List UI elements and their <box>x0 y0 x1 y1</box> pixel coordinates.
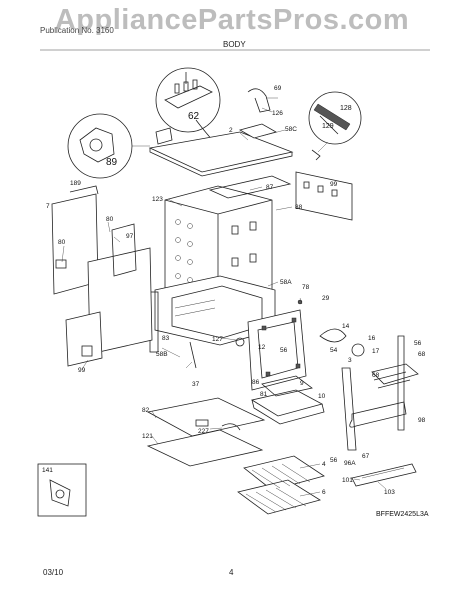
part-label: 123 <box>152 196 163 203</box>
part-label: 9 <box>300 380 304 387</box>
part-label: 141 <box>42 467 53 474</box>
part-label: 88 <box>295 204 303 211</box>
part-label: 7 <box>46 203 50 210</box>
part-label: 37 <box>192 381 200 388</box>
oven-racks <box>237 455 325 515</box>
part-label: 58B <box>156 351 168 358</box>
part-label: 189 <box>70 180 81 187</box>
part-label: 54 <box>330 347 338 354</box>
part-label: 2 <box>229 127 233 134</box>
part-label: 68 <box>372 372 380 379</box>
part-label: 98 <box>418 417 426 424</box>
part-label: 3 <box>348 357 352 364</box>
part-label: 96A <box>344 460 356 467</box>
bottom-panels <box>146 397 266 467</box>
part-label: 80 <box>58 239 66 246</box>
part-label: 69 <box>274 85 282 92</box>
leader-lines <box>61 97 387 497</box>
part-label: 17 <box>372 348 380 355</box>
part-label: 126 <box>272 110 283 117</box>
part-label: 58A <box>280 279 292 286</box>
section-title: BODY <box>223 40 246 49</box>
heating-elements <box>319 328 419 451</box>
part-label: 99 <box>330 181 338 188</box>
diagram-code: BFFEW2425L3A <box>376 511 429 518</box>
part-label: 127 <box>212 336 223 343</box>
inset-box-141 <box>37 463 87 517</box>
publication-label: Publication No. 3160 <box>40 26 114 35</box>
part-label: 29 <box>322 295 330 302</box>
part-label: 227 <box>198 428 209 435</box>
part-label: 14 <box>342 323 350 330</box>
part-label: 81 <box>260 391 268 398</box>
part-label: 99 <box>78 367 86 374</box>
lower-left-panel <box>65 223 153 367</box>
part-label: 103 <box>384 489 395 496</box>
part-label: 86 <box>252 379 260 386</box>
left-side-panel <box>51 185 99 295</box>
part-label: 56 <box>280 347 288 354</box>
broiler-pan <box>250 375 325 425</box>
oven-body-box <box>164 175 292 313</box>
part-label: 82 <box>142 407 150 414</box>
watermark: AppliancePartsPros.com <box>54 4 410 36</box>
part-label: 56 <box>414 340 422 347</box>
trim-strip-103 <box>351 463 417 487</box>
part-labels: 62 89 128 129 69 126 2 58C 87 88 99 123 … <box>42 85 429 518</box>
oven-door-frame <box>247 309 307 391</box>
part-label: 128 <box>340 105 352 112</box>
top-cover-panel <box>148 72 294 177</box>
part-label: 87 <box>266 184 274 191</box>
part-label: 121 <box>142 433 153 440</box>
part-label: 6 <box>322 489 326 496</box>
footer-page-number: 4 <box>229 568 234 577</box>
part-label: 68 <box>418 351 426 358</box>
part-label: 12 <box>258 344 266 351</box>
part-label: 10 <box>318 393 326 400</box>
part-label: 62 <box>188 111 200 122</box>
inset-circle-89 <box>67 113 150 179</box>
part-label: 89 <box>106 157 118 168</box>
part-label: 129 <box>322 123 334 130</box>
inset-circle-128 <box>308 91 362 161</box>
footer-date: 03/10 <box>43 568 64 577</box>
part-label: 16 <box>368 335 376 342</box>
part-label: 56 <box>330 457 338 464</box>
part-label: 78 <box>302 284 310 291</box>
part-label: 80 <box>106 216 114 223</box>
part-label: 83 <box>162 335 170 342</box>
rear-right-panel <box>295 171 353 221</box>
part-label: 101 <box>342 477 353 484</box>
part-label: 58C <box>285 126 297 133</box>
part-label: 97 <box>126 233 134 240</box>
part-label: 67 <box>362 453 370 460</box>
misc-hardware <box>155 127 303 369</box>
part-label: 4 <box>322 461 326 468</box>
